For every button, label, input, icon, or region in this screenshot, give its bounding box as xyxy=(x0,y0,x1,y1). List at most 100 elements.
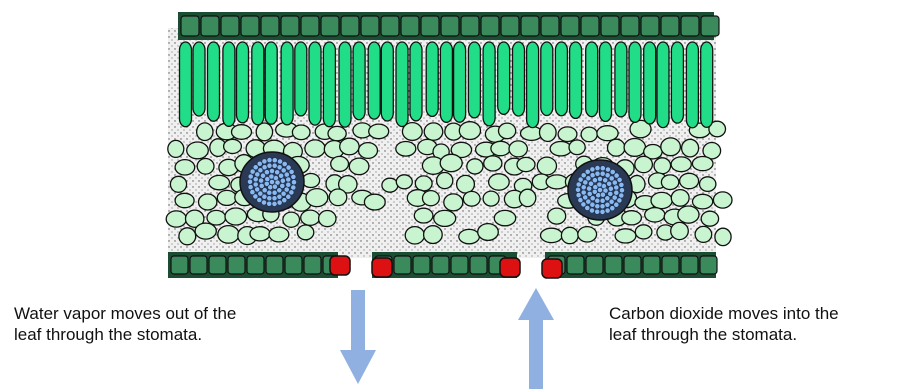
spongy-cell xyxy=(440,154,462,171)
palisade-cell xyxy=(527,42,539,128)
spongy-cell xyxy=(459,229,480,243)
spongy-cell xyxy=(713,192,732,208)
vein-cell xyxy=(614,185,619,190)
spongy-cell xyxy=(457,175,475,193)
vein-cell xyxy=(257,161,262,166)
vein-cell xyxy=(259,183,264,188)
spongy-cell xyxy=(369,124,389,139)
palisade-cell xyxy=(193,42,205,116)
epidermis-cell xyxy=(681,16,699,36)
spongy-cell xyxy=(256,123,272,141)
epidermis-cell xyxy=(461,16,479,36)
spongy-cell xyxy=(463,191,480,206)
epidermis-cell xyxy=(601,16,619,36)
vein-cell xyxy=(587,186,592,191)
palisade-layer xyxy=(180,42,713,128)
palisade-cell xyxy=(440,42,452,122)
epidermis-cell xyxy=(266,256,283,274)
spongy-cell xyxy=(651,192,672,208)
vein-cell xyxy=(286,182,291,187)
vein-cell xyxy=(286,177,291,182)
vein-cell xyxy=(272,184,277,189)
epidermis-cell xyxy=(681,256,698,274)
epidermis-cell xyxy=(281,16,299,36)
spongy-cell xyxy=(693,194,713,209)
spongy-cell xyxy=(671,222,689,239)
spongy-cell xyxy=(661,175,678,190)
palisade-cell xyxy=(498,42,510,114)
epidermis-cell xyxy=(621,16,639,36)
vein-cell xyxy=(581,185,586,190)
spongy-cell xyxy=(581,127,597,142)
epidermis-cell xyxy=(341,16,359,36)
spongy-cell xyxy=(540,124,557,142)
spongy-cell xyxy=(340,138,359,155)
epidermis-cell xyxy=(381,16,399,36)
vein-cell xyxy=(279,173,284,178)
spongy-cell xyxy=(396,175,412,189)
palisade-cell xyxy=(629,42,641,122)
spongy-cell xyxy=(692,157,713,171)
epidermis-cell xyxy=(421,16,439,36)
vein-cell xyxy=(595,166,600,171)
spongy-cell xyxy=(197,159,214,175)
vein-cell xyxy=(272,201,277,206)
palisade-cell xyxy=(513,42,525,116)
vein-cell xyxy=(597,176,602,181)
vein-cell xyxy=(253,177,258,182)
vein-cell xyxy=(614,190,619,195)
spongy-cell xyxy=(494,210,515,225)
epidermis-cell xyxy=(301,16,319,36)
spongy-cell xyxy=(329,189,347,206)
epidermis-cell xyxy=(241,16,259,36)
vein-cell xyxy=(248,185,253,190)
spongy-cell xyxy=(569,140,585,155)
vein-cell xyxy=(597,182,602,187)
vein-cell xyxy=(248,174,253,179)
vein-cell xyxy=(617,177,622,182)
epidermis-cell xyxy=(190,256,207,274)
spongy-cell xyxy=(695,226,712,242)
vein-cell xyxy=(605,167,610,172)
vein-cell xyxy=(277,200,282,205)
carbon-dioxide-arrow-shaft xyxy=(529,318,543,389)
vein-cell xyxy=(264,181,269,186)
vein-cell xyxy=(282,198,287,203)
vein-cell xyxy=(262,159,267,164)
spongy-cell xyxy=(499,123,516,139)
vein-cell xyxy=(291,174,296,179)
vein-cell xyxy=(261,200,266,205)
vein-cell xyxy=(619,188,624,193)
epidermis-cell xyxy=(181,16,199,36)
spongy-cell xyxy=(478,224,499,241)
palisade-cell xyxy=(701,42,713,127)
guard-cell xyxy=(500,258,520,277)
vein-cell xyxy=(605,208,610,213)
guard-cell xyxy=(542,259,562,278)
palisade-cell xyxy=(586,42,598,117)
vein-cell xyxy=(247,179,252,184)
epidermis-cell xyxy=(432,256,449,274)
spongy-cell xyxy=(424,226,443,244)
spongy-cell xyxy=(635,225,652,239)
spongy-cell xyxy=(302,174,319,188)
vein-cell xyxy=(597,187,602,192)
epidermis-cell xyxy=(521,16,539,36)
epidermis-cell xyxy=(394,256,411,274)
epidermis-cell xyxy=(586,256,603,274)
spongy-cell xyxy=(175,160,195,175)
spongy-cell xyxy=(250,227,270,241)
spongy-cell xyxy=(382,178,398,192)
spongy-cell xyxy=(331,156,349,171)
palisade-cell xyxy=(600,42,612,121)
vein-cell xyxy=(267,163,272,168)
spongy-cell xyxy=(424,123,443,140)
palisade-cell xyxy=(208,42,220,121)
epidermis-cell xyxy=(201,16,219,36)
vein-cell xyxy=(250,190,255,195)
spongy-cell xyxy=(519,189,535,206)
vein-cell xyxy=(600,166,605,171)
carbon-dioxide-arrow-head xyxy=(518,288,554,320)
vein-cell xyxy=(590,173,595,178)
epidermis-cell xyxy=(401,16,419,36)
